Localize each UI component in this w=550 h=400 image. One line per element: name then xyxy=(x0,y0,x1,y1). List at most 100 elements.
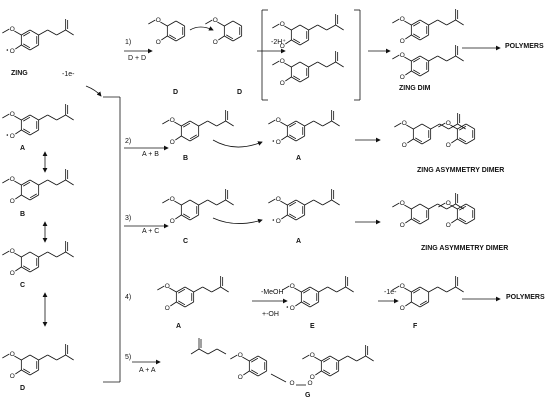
ring-bond xyxy=(419,203,429,210)
molecule-B: OO xyxy=(2,169,74,205)
ring-bond xyxy=(411,55,421,62)
molecule-asym-dimer-1-left: OO xyxy=(394,113,466,149)
ring-bond xyxy=(287,199,297,206)
chain-bond xyxy=(322,199,332,206)
label-polymers-1: POLYMERS xyxy=(505,43,544,50)
step-1-conditions: -2H⁺ xyxy=(271,39,286,46)
chain-bond xyxy=(326,61,336,68)
ring-bond xyxy=(181,199,191,206)
chain-bond xyxy=(437,19,447,26)
atom-label: O xyxy=(402,120,407,127)
step-4-oxidation: -1e- xyxy=(384,289,397,296)
chain-bond xyxy=(47,114,57,121)
methoxy-bond xyxy=(169,287,177,293)
molecule-G-right: OO xyxy=(302,345,374,381)
double-bond xyxy=(413,69,421,75)
methoxy-bond xyxy=(404,287,412,293)
ring-bond xyxy=(465,218,475,225)
double-bond xyxy=(413,21,421,27)
methoxy-bond xyxy=(217,21,225,27)
ring-bond xyxy=(167,35,177,42)
ring-bond xyxy=(21,129,31,136)
ring-bond xyxy=(411,218,421,225)
chain-bond xyxy=(308,24,318,31)
oxygen-bond xyxy=(175,214,182,220)
double-bond xyxy=(459,137,467,143)
ring-bond xyxy=(29,266,39,273)
ring-bond xyxy=(457,138,467,145)
chain-bond xyxy=(446,286,456,293)
molecule-A: OO xyxy=(2,104,74,140)
peroxide-bond xyxy=(270,373,287,383)
oxidation-arrow xyxy=(85,85,102,97)
double-bond xyxy=(251,369,259,375)
chain-bond xyxy=(202,286,212,293)
ring-bond xyxy=(181,120,191,127)
step-1-reagents: D + D xyxy=(128,55,146,62)
oxygen-bond xyxy=(281,135,288,141)
oxygen-bond xyxy=(405,34,412,40)
chain-bond xyxy=(439,123,449,130)
chain-bond xyxy=(437,286,447,293)
chain-bond xyxy=(38,114,48,121)
double-bond xyxy=(419,300,427,306)
chain-bond xyxy=(347,355,357,362)
methoxy-bond xyxy=(450,124,458,130)
atom-label: O xyxy=(400,38,405,45)
methoxy-bond xyxy=(14,355,22,361)
methyl-bond xyxy=(302,354,310,360)
double-bond xyxy=(183,122,191,128)
label-asym-dimer-2: ZING ASYMMETRY DIMER xyxy=(421,245,508,252)
chain-bond xyxy=(38,29,48,36)
chain-bond xyxy=(38,251,48,258)
molecule-B-row2: OO xyxy=(162,110,234,146)
chain-bond xyxy=(56,251,66,258)
oxygen-bond xyxy=(15,266,22,272)
ring-bond xyxy=(181,135,191,142)
label-D-top-2: D xyxy=(237,89,242,96)
atom-label: O xyxy=(310,352,315,359)
double-bond xyxy=(459,205,467,211)
methyl-bond xyxy=(392,18,400,24)
atom-label: O xyxy=(402,142,407,149)
chain-bond xyxy=(190,348,200,355)
chain-bond xyxy=(38,354,48,361)
ring-bond xyxy=(287,214,297,221)
ring-bond xyxy=(295,214,305,221)
double-bond xyxy=(23,265,31,271)
atom-label: O xyxy=(446,222,451,229)
atom-label: O xyxy=(170,218,175,225)
molecule-A-row2: OO xyxy=(268,110,340,146)
chain-bond xyxy=(335,24,344,31)
chain-bond xyxy=(455,55,464,62)
atom-label: O xyxy=(289,380,294,387)
chain-bond xyxy=(207,348,218,355)
methoxy-bond xyxy=(160,21,168,27)
double-bond xyxy=(226,34,234,40)
ring-bond xyxy=(29,129,39,136)
double-bond xyxy=(415,137,423,143)
molecule-structures: OOOOOOOOOOOOOOOOOOOOOOOOOOOOOOOOOOOOOOOO… xyxy=(2,9,476,387)
ring-bond xyxy=(291,61,301,68)
double-bond xyxy=(23,43,31,49)
ring-bond xyxy=(309,286,319,293)
atom-label: O xyxy=(10,48,15,55)
chain-bond xyxy=(338,355,348,362)
ring-bond xyxy=(295,199,305,206)
atom-label: O xyxy=(156,39,161,46)
ring-bond xyxy=(421,123,431,130)
ring-bond xyxy=(21,114,31,121)
double-bond xyxy=(459,217,467,223)
ring-bond xyxy=(411,286,421,293)
ring-bond xyxy=(189,135,199,142)
chain-bond xyxy=(322,120,332,127)
molecule-asym-dimer-2-left: OO xyxy=(392,193,464,229)
methoxy-bond xyxy=(404,56,412,62)
label-zing: ZING xyxy=(11,70,28,77)
ring-bond xyxy=(224,20,234,27)
atom-label: O xyxy=(400,200,405,207)
ring-bond xyxy=(299,39,309,46)
methoxy-bond xyxy=(404,20,412,26)
ring-bond xyxy=(224,35,234,42)
ring-bond xyxy=(175,35,185,42)
